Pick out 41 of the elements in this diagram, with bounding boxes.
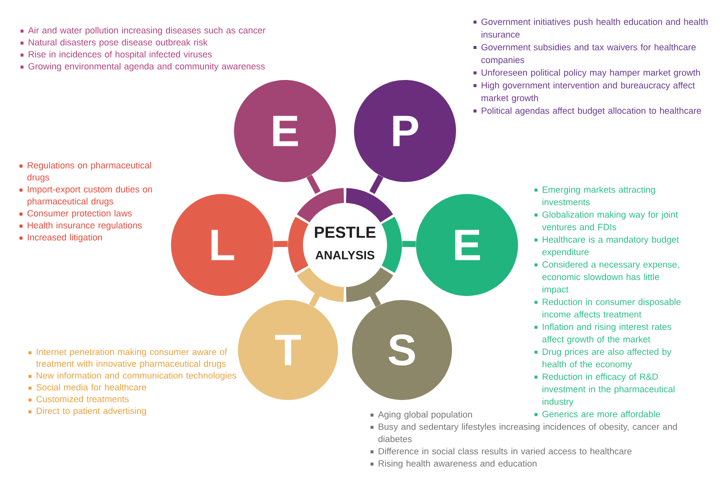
connector	[273, 240, 288, 248]
bullet-text: Social media for healthcare	[36, 384, 146, 390]
bullet-text: Unforeseen political policy may hamper market growth	[482, 69, 700, 78]
bullet-text: Direct to patient advertising	[36, 407, 146, 416]
bullet-text: Rise in incidences of hospital infected viruses	[28, 50, 212, 60]
bullet-text: Increased litigation	[28, 234, 102, 242]
bullet-text: Inflation and rising interest rates affect growth of the market	[542, 323, 672, 344]
bullet-text: Reduction in consumer disposable income affects treatment	[542, 298, 681, 318]
bullet-text: Air and water pollution increasing diseases such as cancer	[28, 26, 266, 36]
bullet-text: Healthcare is a mandatory budget expenditure	[542, 236, 679, 257]
bullet-text: Drug prices are also affected by health of the economy	[542, 348, 672, 370]
bullet-text: Growing environmental agenda and community awareness	[28, 62, 265, 72]
bullet-text: Generics are more affordable	[542, 410, 660, 418]
bullet-text: High government intervention and bureaucracy affect market growth	[482, 82, 695, 103]
connector	[369, 174, 384, 194]
bullet-text: Political agendas affect budget allocation to healthcare	[482, 107, 702, 116]
bullet-text: Reduction in efficacy of R&D investment in the pharmaceutical industry	[542, 373, 674, 407]
bullet-text: Emerging markets attracting investments	[542, 186, 655, 206]
connector	[306, 174, 321, 194]
bullet-text: Difference in social class results in varied access to healthcare	[378, 448, 632, 454]
bullet-text: Busy and sedentary lifestyles increasing incidences of obesity, cancer and diabetes	[378, 423, 677, 442]
bullet-text: Natural disasters pose disease outbreak risk	[28, 38, 208, 48]
center-ring: PESTLE ANALYSIS	[288, 188, 402, 302]
bullet-text: Regulations on pharmaceutical drugs	[27, 162, 151, 182]
connector	[369, 292, 382, 308]
node-label: ANALYSIS	[316, 250, 374, 260]
bullet-text: Customized treatments	[36, 396, 129, 402]
connector	[402, 240, 416, 248]
bullet-text: Health insurance regulations	[28, 222, 142, 230]
bullet-text: Consumer protection laws	[27, 210, 132, 218]
bullet-text: Government subsidies and tax waivers for healthcare companies	[481, 44, 696, 65]
bullet-text: Import-export custom duties on pharmaceutical drugs	[28, 186, 152, 206]
bullet-text: Globalization making way for joint ventures and FDIs	[542, 211, 678, 230]
bullet-text: Considered a necessary expense, economic slowdown has little impact	[542, 261, 679, 294]
bullet-text: Aging global population	[378, 411, 472, 420]
bullet-text: Government initiatives push health education and health insurance	[481, 18, 708, 38]
connector	[308, 292, 321, 308]
bullet-text: Rising health awareness and education	[378, 460, 536, 468]
node-label: PESTLE	[314, 226, 376, 238]
bullet-text: New information and communication technologies	[36, 372, 236, 380]
bullet-text: Internet penetration making consumer aware of treatment with innovative pharmaceutical drugs	[36, 348, 228, 369]
